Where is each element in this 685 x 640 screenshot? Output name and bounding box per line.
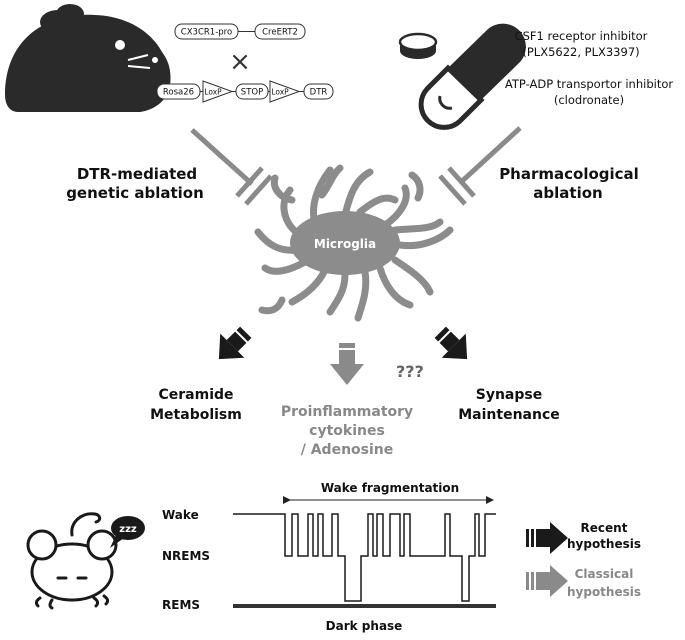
outcome-ceramide-2: Metabolism <box>150 407 242 423</box>
dark-phase-label: Dark phase <box>326 619 403 633</box>
microglia-cell-icon <box>254 164 454 322</box>
hypnogram-trace <box>233 513 496 602</box>
construct-stop: STOP <box>241 88 263 98</box>
wake-fragmentation-label: Wake fragmentation <box>321 481 459 495</box>
construct-cx3cr1: CX3CR1-pro <box>181 28 232 38</box>
unknown-mark: ??? <box>396 362 424 381</box>
outcome-proinflammatory-3: / Adenosine <box>301 442 394 458</box>
pharm-ablation-label-1: Pharmacological <box>499 165 639 183</box>
inhibition-right <box>438 126 522 206</box>
genetic-ablation-label-2: genetic ablation <box>66 184 204 202</box>
legend-classical-arrow <box>526 565 568 597</box>
legend-classical-2: hypothesis <box>567 585 641 599</box>
drug-descriptions: CSF1 receptor inhibitor (PLX5622, PLX339… <box>505 29 673 107</box>
sleeping-mouse-icon <box>26 512 118 610</box>
inhibition-left <box>190 128 273 206</box>
state-rems: REMS <box>162 598 200 612</box>
legend-recent-2: hypothesis <box>567 537 641 551</box>
construct-loxp-2: LoxP <box>271 88 289 97</box>
mouse-silhouette-icon <box>5 4 171 112</box>
genetic-ablation-label-1: DTR-mediated <box>77 165 197 183</box>
microglia-label: Microglia <box>314 237 376 251</box>
capsule-icon <box>418 23 526 130</box>
legend-classical-1: Classical <box>575 567 634 581</box>
arrow-right-dark <box>434 326 468 360</box>
pharm-ablation-label-2: ablation <box>533 184 602 202</box>
speech-bubble-icon: zzz <box>110 516 145 548</box>
cross-symbol: × <box>229 47 251 77</box>
legend-recent-arrow <box>526 522 568 554</box>
construct-dtr: DTR <box>310 88 328 98</box>
arrow-center-gray <box>330 343 364 385</box>
construct-loxp-1: LoxP <box>204 88 222 97</box>
construct-rosa26: Rosa26 <box>163 88 194 98</box>
pill-icon <box>398 32 438 59</box>
state-nrems: NREMS <box>162 549 210 563</box>
legend-recent-1: Recent <box>581 521 628 535</box>
sleep-bubble-text: zzz <box>119 524 137 535</box>
drug-line-3: ATP-ADP transportor inhibitor <box>505 77 673 91</box>
construct-creert2: CreERT2 <box>262 28 298 38</box>
outcome-proinflammatory-2: cytokines <box>309 423 385 439</box>
outcome-synapse-2: Maintenance <box>458 407 560 423</box>
drug-line-2: (PLX5622, PLX3397) <box>522 45 639 59</box>
genetic-construct: CX3CR1-pro CreERT2 × Rosa26 LoxP STOP Lo… <box>156 23 334 103</box>
outcome-proinflammatory-1: Proinflammatory <box>281 404 413 420</box>
state-wake: Wake <box>162 508 199 522</box>
outcome-synapse-1: Synapse <box>476 387 542 403</box>
drug-line-4: (clodronate) <box>554 93 624 107</box>
drug-line-1: CSF1 receptor inhibitor <box>515 29 648 43</box>
outcome-ceramide-1: Ceramide <box>158 387 233 403</box>
arrow-left-dark <box>218 326 252 360</box>
